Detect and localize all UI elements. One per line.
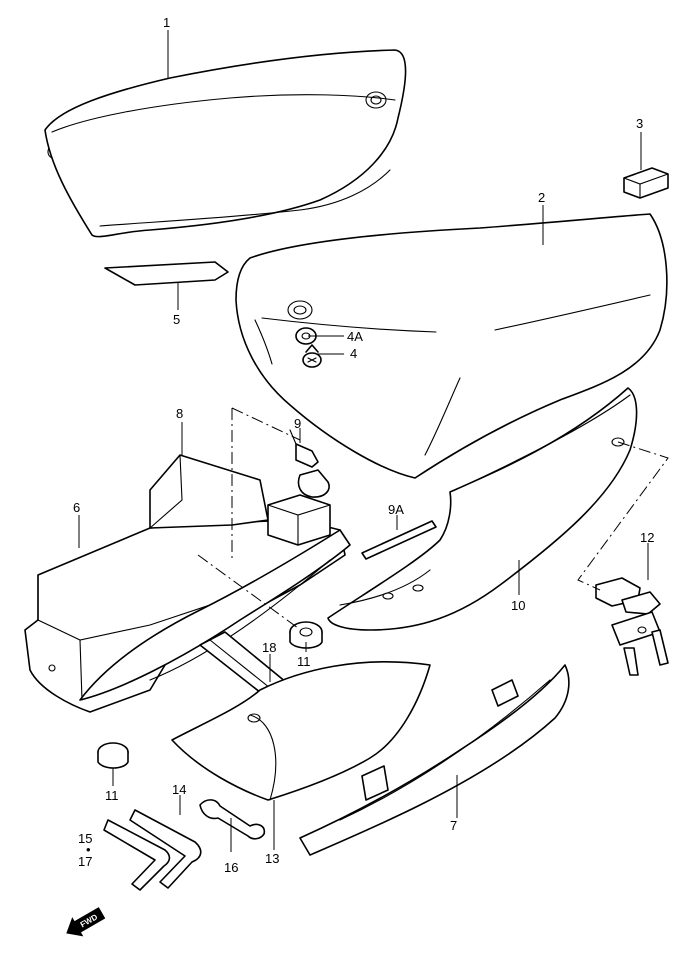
callout-4a: 4A bbox=[347, 329, 363, 344]
tray-rail bbox=[79, 529, 351, 701]
callout-14: 14 bbox=[172, 782, 186, 797]
part-7-lower-tray bbox=[299, 664, 570, 856]
part-9a-strip bbox=[361, 520, 437, 560]
part-13-tool-bag bbox=[171, 661, 431, 801]
part-4-screw bbox=[302, 344, 322, 368]
callout-18: 18 bbox=[262, 640, 276, 655]
callout-9: 9 bbox=[294, 416, 301, 431]
callout-13: 13 bbox=[265, 851, 279, 866]
callout-7: 7 bbox=[450, 818, 457, 833]
callout-5: 5 bbox=[173, 312, 180, 327]
callout-11-lower: 11 bbox=[105, 788, 119, 803]
callout-1: 1 bbox=[163, 15, 170, 30]
callout-10: 10 bbox=[511, 598, 525, 613]
part-2-seat bbox=[235, 213, 668, 479]
part-16-spanner bbox=[199, 799, 266, 840]
callout-9a: 9A bbox=[388, 502, 404, 517]
leader-lines bbox=[78, 30, 669, 852]
callout-12: 12 bbox=[640, 530, 654, 545]
part-9-bolt bbox=[289, 429, 330, 498]
callout-8: 8 bbox=[176, 406, 183, 421]
callout-11-upper: 11 bbox=[297, 654, 311, 669]
callout-17: 17 bbox=[78, 854, 92, 869]
callout-3: 3 bbox=[636, 116, 643, 131]
fwd-arrow-icon: FWD bbox=[66, 907, 106, 937]
part-11-grommet-upper bbox=[289, 621, 323, 649]
part-11-grommet-lower bbox=[97, 742, 129, 769]
part-12-key-set bbox=[595, 577, 669, 676]
callout-4: 4 bbox=[350, 346, 357, 361]
callout-15: 15 bbox=[78, 831, 92, 846]
callouts: 1 3 2 4A 4 5 8 9 6 9A 12 10 18 11 11 14 … bbox=[73, 15, 654, 875]
callout-dot: • bbox=[86, 842, 91, 857]
callout-2: 2 bbox=[538, 190, 545, 205]
part-8-box bbox=[149, 454, 331, 546]
part-3-damper bbox=[623, 167, 669, 199]
part-14-hex-wrench bbox=[129, 809, 202, 889]
callout-6: 6 bbox=[73, 500, 80, 515]
callout-16: 16 bbox=[224, 860, 238, 875]
part-10-tail-cover bbox=[327, 387, 638, 631]
part-15-17-wrench bbox=[103, 819, 171, 891]
part-5-cover-bracket bbox=[104, 261, 229, 286]
part-1-left-side-cover bbox=[44, 49, 407, 238]
